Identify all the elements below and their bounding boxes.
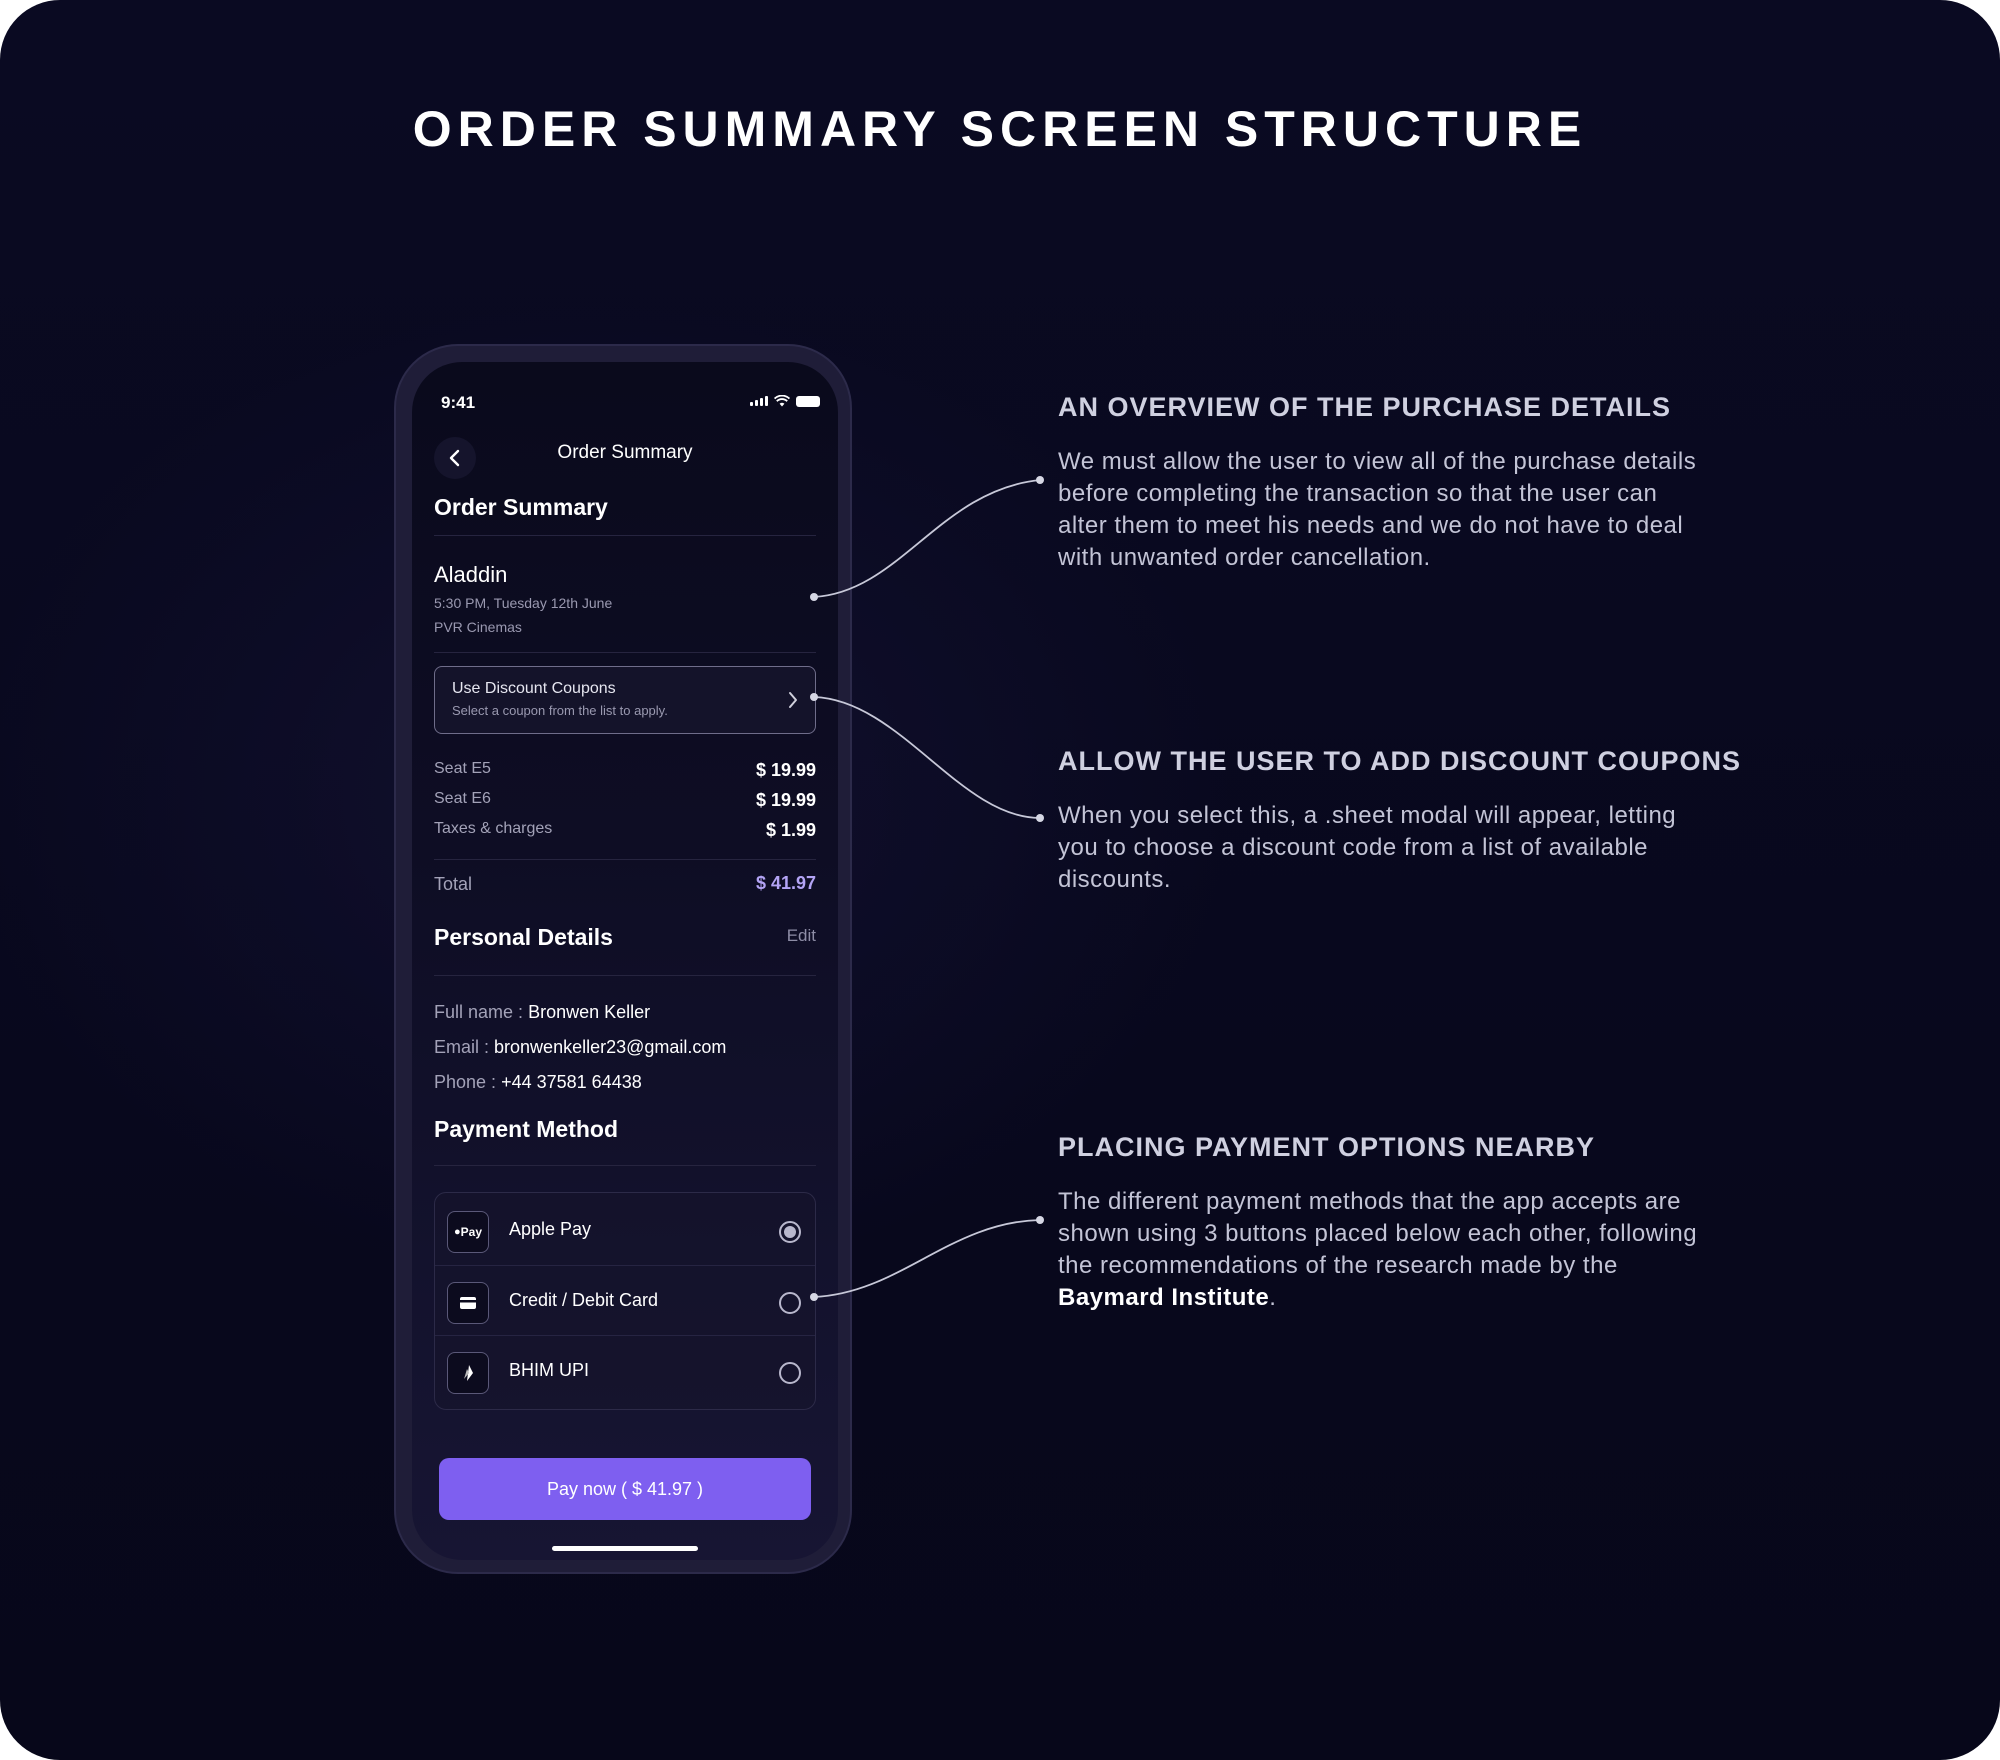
full-name-value: Bronwen Keller xyxy=(528,1002,651,1022)
radio-credit-card[interactable] xyxy=(779,1292,801,1314)
back-button[interactable] xyxy=(434,437,476,479)
apple-pay-icon: ●Pay xyxy=(447,1211,489,1253)
order-summary-heading: Order Summary xyxy=(434,494,608,520)
annotation-title-coupons: ALLOW THE USER TO ADD DISCOUNT COUPONS xyxy=(1058,746,1742,776)
phone-mockup: 9:41 Order Summary Order Summary xyxy=(394,344,852,1574)
radio-apple-pay[interactable] xyxy=(779,1221,801,1243)
phone-screen: 9:41 Order Summary Order Summary xyxy=(412,362,838,1560)
phone-line: Phone : +44 37581 64438 xyxy=(434,1072,642,1093)
radio-bhim-upi[interactable] xyxy=(779,1362,801,1384)
annotation-body-overview: We must allow the user to view all of th… xyxy=(1058,448,1697,571)
divider xyxy=(434,975,816,976)
price-label-seat-e6: Seat E6 xyxy=(434,790,491,807)
price-label-seat-e5: Seat E5 xyxy=(434,760,491,777)
total-value: $ 41.97 xyxy=(755,873,816,893)
payment-option-label: Credit / Debit Card xyxy=(509,1290,659,1310)
status-time: 9:41 xyxy=(441,393,476,412)
annotation-body-payment-suffix: . xyxy=(1269,1284,1277,1311)
payment-option-apple-pay[interactable]: ●Pay Apple Pay xyxy=(435,1195,815,1265)
signal-icon xyxy=(750,396,768,406)
discount-coupon-button[interactable]: Use Discount Coupons Select a coupon fro… xyxy=(434,666,816,734)
payment-option-label: Apple Pay xyxy=(509,1219,592,1239)
divider xyxy=(434,1165,816,1166)
edit-link[interactable]: Edit xyxy=(786,926,816,945)
baymard-institute: Baymard Institute xyxy=(1058,1284,1270,1311)
pay-now-button[interactable]: Pay now ( $ 41.97 ) xyxy=(439,1458,811,1520)
connector-dot xyxy=(1036,1216,1044,1224)
showtime: 5:30 PM, Tuesday 12th June xyxy=(434,595,613,611)
status-icons xyxy=(750,395,820,407)
price-label-taxes: Taxes & charges xyxy=(434,820,553,837)
annotation-title-overview: AN OVERVIEW OF THE PURCHASE DETAILS xyxy=(1058,392,1672,422)
divider xyxy=(434,535,816,536)
venue: PVR Cinemas xyxy=(434,619,522,635)
coupon-title: Use Discount Coupons xyxy=(452,680,616,697)
bhim-upi-icon xyxy=(447,1352,489,1394)
connector-dot xyxy=(1036,814,1044,822)
connector-dot xyxy=(1036,476,1044,484)
annotation-title-payment: PLACING PAYMENT OPTIONS NEARBY xyxy=(1058,1132,1596,1162)
email-value: bronwenkeller23@gmail.com xyxy=(494,1037,727,1057)
coupon-subtitle: Select a coupon from the list to apply. xyxy=(452,703,668,718)
divider xyxy=(434,652,816,653)
battery-icon xyxy=(796,395,820,407)
home-indicator xyxy=(552,1546,698,1551)
price-value-seat-e5: $ 19.99 xyxy=(755,760,816,780)
total-label: Total xyxy=(434,874,473,894)
price-value-seat-e6: $ 19.99 xyxy=(755,790,816,810)
payment-method-heading: Payment Method xyxy=(434,1116,619,1142)
apple-pay-icon-text: Pay xyxy=(460,1225,482,1239)
personal-details-heading: Personal Details xyxy=(434,924,613,950)
credit-card-icon xyxy=(447,1282,489,1324)
full-name-line: Full name : Bronwen Keller xyxy=(434,1002,650,1023)
phone-value: +44 37581 64438 xyxy=(501,1072,642,1092)
annotation-body-payment-text: The different payment methods that the a… xyxy=(1058,1188,1698,1279)
chevron-left-icon xyxy=(449,449,460,467)
email-line: Email : bronwenkeller23@gmail.com xyxy=(434,1037,726,1058)
nav-title: Order Summary xyxy=(557,442,693,463)
wifi-icon xyxy=(774,395,790,407)
movie-title: Aladdin xyxy=(434,562,508,587)
email-key: Email : xyxy=(434,1037,490,1057)
page-title: ORDER SUMMARY SCREEN STRUCTURE xyxy=(412,101,1588,157)
price-value-taxes: $ 1.99 xyxy=(765,820,816,840)
chevron-right-icon xyxy=(789,692,797,708)
annotation-body-payment: The different payment methods that the a… xyxy=(1058,1186,1698,1314)
annotation-body-coupons: When you select this, a .sheet modal wil… xyxy=(1058,802,1677,893)
payment-option-label: BHIM UPI xyxy=(509,1360,590,1380)
phone-key: Phone : xyxy=(434,1072,497,1092)
payment-options: ●Pay Apple Pay Credit / Debit Card xyxy=(434,1192,816,1410)
full-name-key: Full name : xyxy=(434,1002,524,1022)
payment-option-card[interactable]: Credit / Debit Card xyxy=(435,1265,815,1335)
payment-option-bhim-upi[interactable]: BHIM UPI xyxy=(435,1335,815,1405)
divider xyxy=(434,859,816,860)
